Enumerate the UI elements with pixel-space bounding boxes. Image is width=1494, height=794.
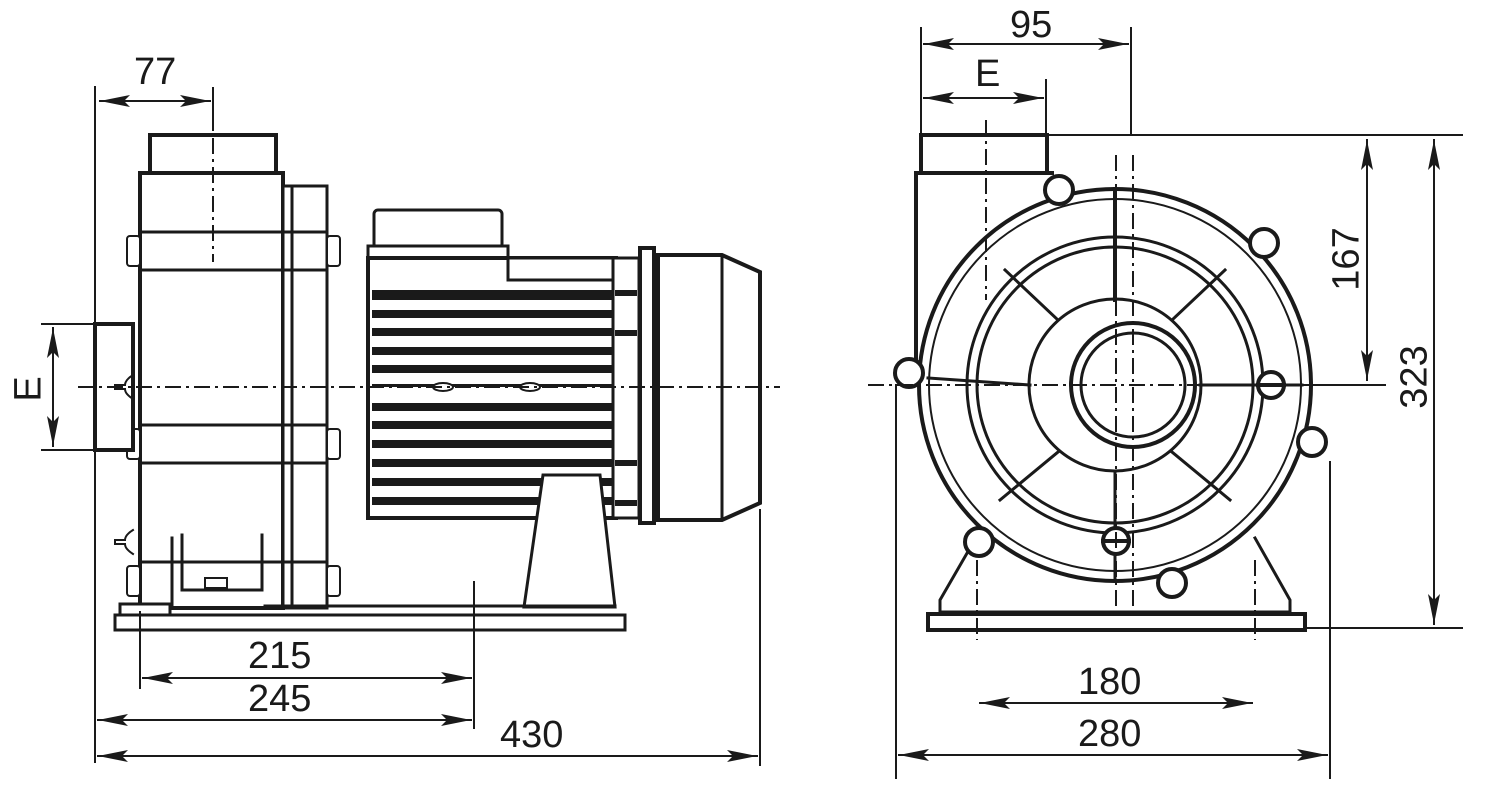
bolt-icons	[126, 235, 341, 597]
base-plate-front	[926, 612, 1307, 632]
dim-inlet-height: E	[7, 376, 50, 402]
dim-overall-length: 430	[500, 714, 564, 756]
front-view	[868, 27, 1463, 779]
terminal-box	[372, 208, 504, 250]
dim-overall-height: 323	[1393, 345, 1436, 409]
dim-outlet-center-offset: 95	[1010, 4, 1053, 46]
outlet-pipe-front	[919, 133, 1049, 175]
cooling-fins	[372, 290, 612, 505]
side-view	[41, 86, 780, 766]
pump-casing	[138, 171, 285, 610]
casing-flange	[281, 184, 329, 610]
drain-plug-icon	[114, 528, 135, 556]
dim-inlet-offset: 77	[134, 51, 177, 93]
dim-shaft-height: 167	[1325, 227, 1368, 291]
dim-outlet-size: E	[975, 53, 1001, 95]
dim-outlet-to-base: 245	[248, 678, 312, 720]
base-plate	[113, 613, 627, 632]
dim-base-hole-span-front: 180	[1078, 661, 1142, 703]
dim-base-hole-span: 215	[248, 635, 312, 677]
bolt-holes	[893, 174, 1328, 599]
dim-base-width: 280	[1078, 713, 1142, 755]
motor-flange	[638, 246, 656, 525]
